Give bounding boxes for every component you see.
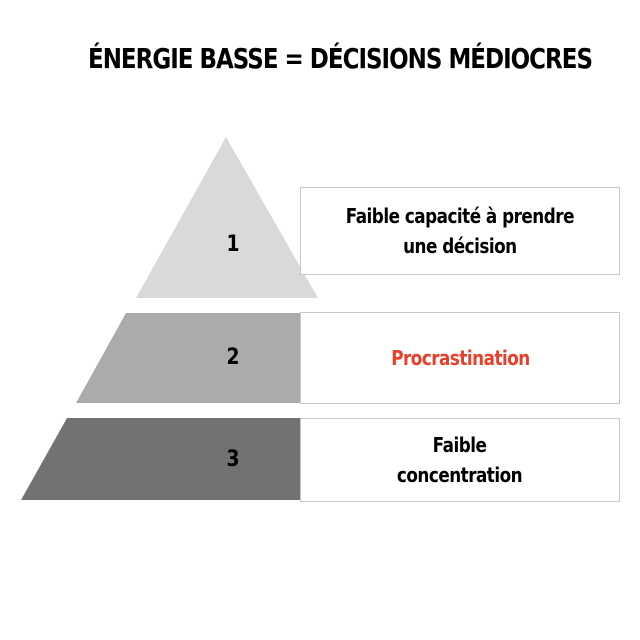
pyramid-level-1 <box>136 137 318 298</box>
level-2-number: 2 <box>226 345 240 370</box>
level-3-number: 3 <box>226 447 240 472</box>
level-1-label-box: Faible capacité à prendre une décision <box>300 187 620 275</box>
level-2-label: Procrastination <box>390 346 530 370</box>
level-1-number: 1 <box>226 232 240 257</box>
level-3-label: Faible concentration <box>397 433 523 487</box>
diagram-title: ÉNERGIE BASSE = DÉCISIONS MÉDIOCRES <box>88 42 593 75</box>
level-2-label-box: Procrastination <box>300 312 620 404</box>
level-3-label-box: Faible concentration <box>300 418 620 502</box>
level-1-label: Faible capacité à prendre une décision <box>345 204 575 258</box>
